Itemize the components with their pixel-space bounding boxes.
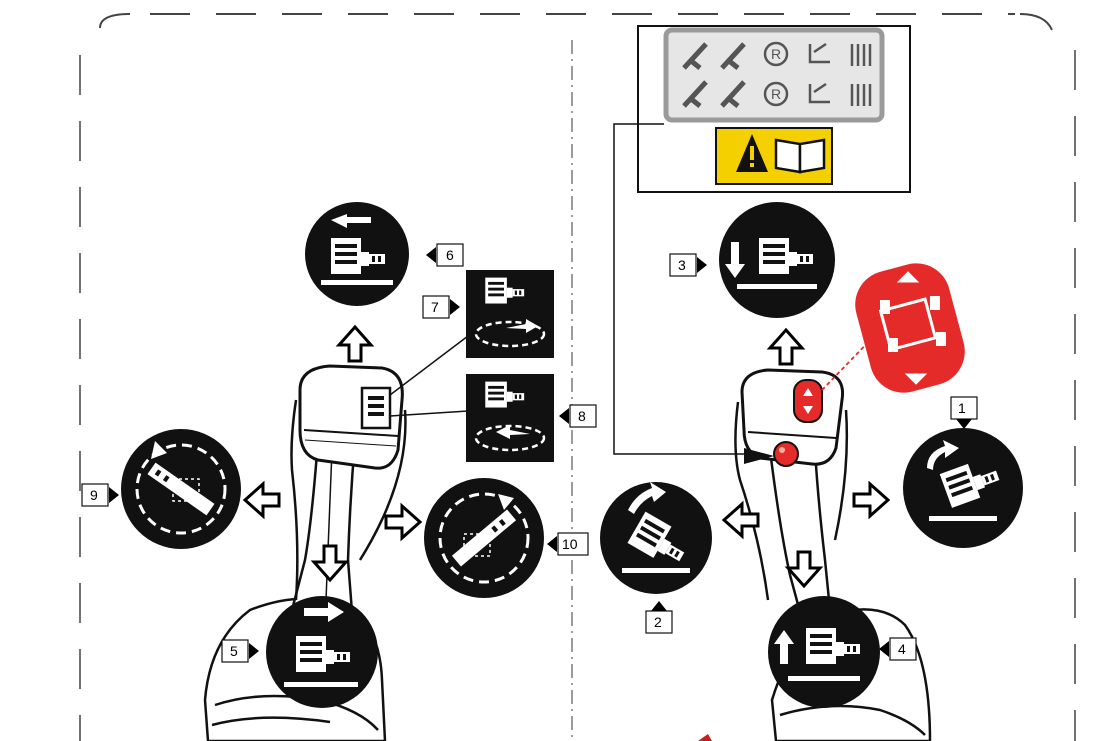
trigger-button[interactable] xyxy=(774,442,798,466)
right-joystick-arrow-forward xyxy=(770,330,802,364)
move-attachment-right-icon xyxy=(266,596,378,708)
callout-1-label: 1 xyxy=(958,400,966,416)
left-joystick-arrow-right xyxy=(386,506,420,538)
tilt-attachment-up-icon xyxy=(600,482,712,594)
right-joystick-arrow-left xyxy=(724,504,758,536)
move-attachment-left-icon xyxy=(305,202,409,306)
rotate-attachment-left-icon xyxy=(903,428,1023,548)
travel-direction-decal xyxy=(848,256,973,401)
left-joystick-shaft xyxy=(292,440,355,612)
lower-attachment-icon xyxy=(719,202,835,318)
callout-9-label: 9 xyxy=(90,487,98,503)
travel-direction-button[interactable] xyxy=(794,380,822,422)
callout-10-label: 10 xyxy=(562,536,578,552)
svg-text:R: R xyxy=(771,46,781,62)
callout-4-label: 4 xyxy=(898,641,906,657)
callout-8-label: 8 xyxy=(578,408,586,424)
rotate-attachment-counterclockwise-icon xyxy=(466,374,554,462)
callout-7-label: 7 xyxy=(431,299,439,315)
right-joystick-shaft xyxy=(770,450,830,612)
callout-6-label: 6 xyxy=(446,247,454,263)
raise-attachment-icon xyxy=(768,596,880,708)
left-joystick-arrow-left xyxy=(245,484,279,516)
callout-5-label: 5 xyxy=(230,643,238,659)
svg-text:R: R xyxy=(771,86,781,102)
rotate-attachment-clockwise-icon xyxy=(466,270,554,358)
swing-boom-left-icon xyxy=(121,429,241,549)
callout-3-label: 3 xyxy=(678,257,686,273)
manual-book-icon xyxy=(776,140,824,172)
callout-2-label: 2 xyxy=(654,614,662,630)
swing-boom-right-icon xyxy=(424,478,544,598)
left-joystick-arrow-forward xyxy=(339,327,371,361)
bottom-red-marker xyxy=(698,734,712,741)
right-joystick-arrow-right xyxy=(854,484,888,516)
